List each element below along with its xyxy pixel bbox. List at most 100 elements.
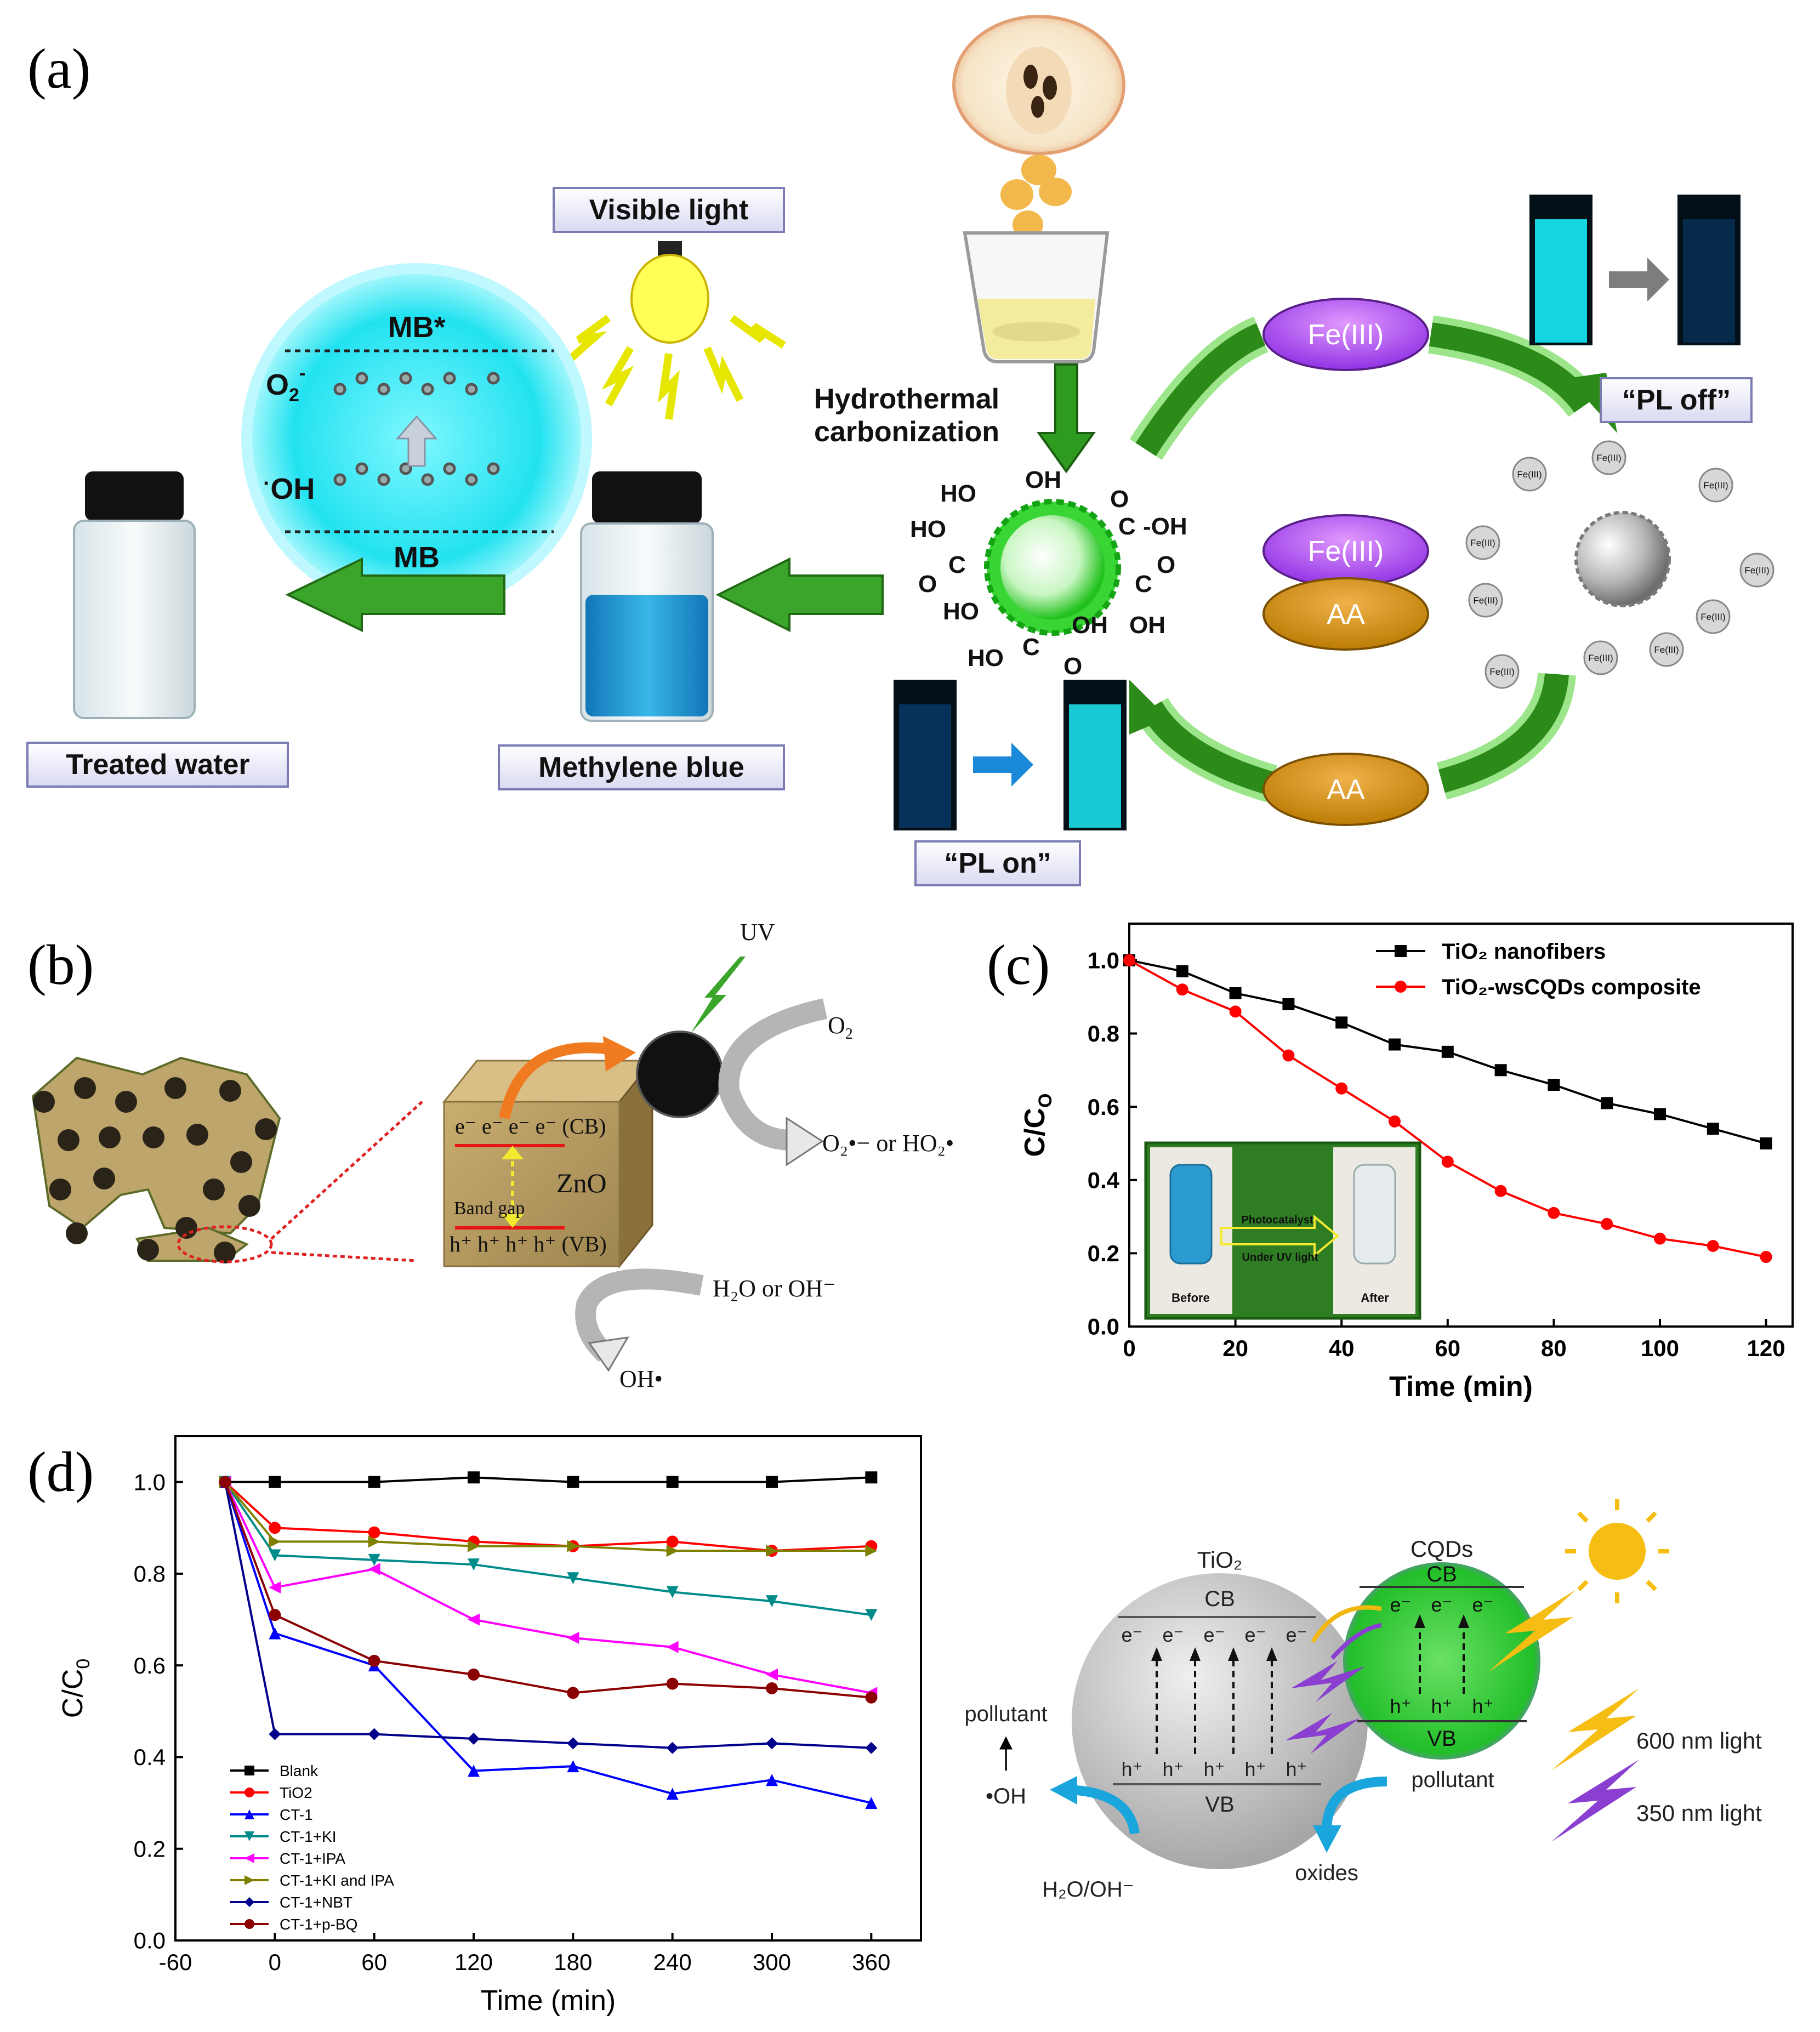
panel-a: (a) Hydrothermal carbonization <box>26 15 1775 886</box>
data-point <box>1707 1123 1719 1135</box>
data-point <box>468 1733 480 1745</box>
methylene-blue-label: Methylene blue <box>498 744 785 790</box>
data-point <box>766 1682 778 1694</box>
data-point <box>766 1774 778 1786</box>
data-point <box>269 1522 281 1534</box>
data-point <box>865 1471 878 1484</box>
svg-text:HO: HO <box>910 516 946 543</box>
svg-text:Visible light: Visible light <box>589 194 749 226</box>
data-point <box>1441 1156 1454 1168</box>
svg-text:-OH: -OH <box>1143 513 1187 540</box>
data-point <box>1548 1206 1560 1219</box>
legend-label: TiO₂-wsCQDs composite <box>1442 975 1701 999</box>
svg-text:Fe(III): Fe(III) <box>1517 469 1542 480</box>
svg-text:OH•: OH• <box>619 1365 663 1392</box>
data-point <box>1548 1079 1560 1091</box>
svg-text:HO: HO <box>940 480 976 507</box>
data-point <box>567 1760 579 1773</box>
series-tio2 <box>219 1476 878 1557</box>
svg-text:h⁺: h⁺ <box>1203 1758 1225 1780</box>
svg-text:Treated water: Treated water <box>66 749 249 781</box>
beaker-image <box>963 231 1110 363</box>
data-point <box>1760 1137 1772 1149</box>
legend-marker <box>244 1875 254 1885</box>
visible-light-label: Visible light <box>553 187 785 233</box>
electron-transfer-arrow <box>499 1042 615 1119</box>
y-tick-label: 0.6 <box>134 1653 166 1678</box>
treated-water-label: Treated water <box>26 742 289 788</box>
series-ct-1-p-bq <box>219 1476 878 1704</box>
svg-text:350 nm light: 350 nm light <box>1636 1800 1762 1826</box>
hydrothermal-arrow <box>1037 363 1096 474</box>
y-tick-label: 0.4 <box>134 1744 166 1770</box>
data-point <box>766 1476 778 1488</box>
svg-text:CQDs: CQDs <box>1410 1536 1473 1562</box>
svg-text:e⁻: e⁻ <box>1162 1624 1184 1646</box>
data-point <box>1282 998 1295 1010</box>
arrow-to-methylene-blue <box>715 557 884 633</box>
data-point <box>766 1545 778 1557</box>
series-line <box>224 1481 872 1617</box>
pl-off-cuvettes <box>1529 195 1741 345</box>
legend-label: TiO2 <box>280 1784 312 1801</box>
legend-label: Blank <box>280 1762 318 1779</box>
svg-text:h⁺: h⁺ <box>1472 1695 1493 1717</box>
y-tick-label: 0.8 <box>1088 1021 1119 1046</box>
svg-text:Fe(III): Fe(III) <box>1703 480 1728 491</box>
data-point <box>1494 1064 1507 1077</box>
svg-text:Under UV light: Under UV light <box>1242 1251 1318 1263</box>
y-tick-label: 0.0 <box>134 1928 166 1954</box>
svg-text:h⁺: h⁺ <box>1121 1758 1142 1780</box>
x-tick-label: 0 <box>1123 1335 1135 1361</box>
data-point <box>269 1581 281 1593</box>
data-point <box>468 1540 480 1552</box>
x-tick-label: 60 <box>361 1949 387 1975</box>
data-point <box>666 1677 679 1690</box>
svg-text:Band gap: Band gap <box>454 1198 525 1219</box>
data-point <box>666 1641 679 1653</box>
data-point <box>219 1476 231 1488</box>
data-point <box>1176 965 1188 977</box>
y-tick-label: 0.2 <box>1088 1240 1119 1266</box>
y-tick-label: 0.6 <box>1088 1094 1119 1120</box>
zno-aggregate <box>31 1056 423 1263</box>
svg-text:Fe(III): Fe(III) <box>1470 538 1495 548</box>
svg-text:pollutant: pollutant <box>964 1702 1047 1726</box>
data-point <box>368 1728 380 1740</box>
uv-bolt-icon <box>691 957 746 1033</box>
data-point <box>269 1476 281 1488</box>
fe3-aa-stack: Fe(III) AA <box>1262 514 1429 651</box>
x-tick-label: 180 <box>554 1949 592 1975</box>
cycle-arrows <box>1129 315 1617 802</box>
svg-text:H₂O/OH⁻: H₂O/OH⁻ <box>1042 1877 1134 1902</box>
data-point <box>567 1476 579 1488</box>
data-point <box>1601 1097 1613 1109</box>
data-point <box>865 1545 878 1557</box>
data-point <box>567 1540 579 1552</box>
legend-marker <box>244 1919 254 1929</box>
svg-text:C: C <box>1118 513 1136 540</box>
svg-text:h⁺: h⁺ <box>1244 1758 1266 1780</box>
data-point <box>1654 1232 1666 1245</box>
data-point <box>269 1535 281 1548</box>
mb-excitation-circle: MB* MB O2- ·OH <box>241 263 592 614</box>
cqd-dot <box>636 1031 724 1118</box>
svg-text:CB: CB <box>1426 1562 1457 1586</box>
svg-text:h⁺: h⁺ <box>1162 1758 1184 1780</box>
svg-text:oxides: oxides <box>1295 1861 1358 1885</box>
svg-text:O: O <box>1157 551 1175 578</box>
fe-quenched-cqd: Fe(III) Fe(III) Fe(III) Fe(III) Fe(III) … <box>1465 440 1775 689</box>
svg-text:ZnO: ZnO <box>556 1168 607 1198</box>
series-blank <box>219 1471 878 1488</box>
svg-text:e⁻: e⁻ <box>1121 1624 1142 1646</box>
svg-text:e⁻: e⁻ <box>1244 1624 1266 1646</box>
svg-text:VB: VB <box>1427 1727 1456 1751</box>
data-point <box>1707 1240 1719 1252</box>
data-point <box>567 1687 579 1699</box>
series-line <box>224 1481 872 1552</box>
y-tick-label: 0.0 <box>1088 1314 1119 1340</box>
x-tick-label: 300 <box>753 1949 791 1975</box>
